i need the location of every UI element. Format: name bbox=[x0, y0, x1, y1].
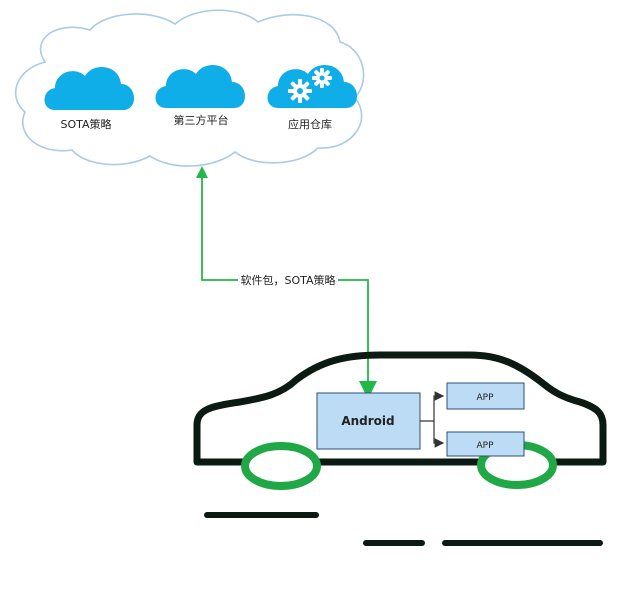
app-box-label: APP bbox=[476, 441, 494, 451]
gear-icon bbox=[312, 68, 332, 88]
connector-label-bg bbox=[238, 272, 338, 288]
android-box-label: Android bbox=[341, 414, 394, 428]
app-box bbox=[446, 431, 525, 457]
android-box bbox=[316, 392, 421, 450]
cloud-item-label-sota: SOTA策略 bbox=[60, 117, 111, 131]
cloud-icon bbox=[44, 66, 135, 110]
cloud-gears-icon bbox=[267, 64, 358, 108]
connector-label: 软件包，SOTA策略 bbox=[240, 273, 335, 287]
cloud-icon bbox=[155, 64, 246, 108]
car-body bbox=[193, 351, 607, 466]
app-box bbox=[446, 382, 525, 410]
cloud-item-label-app-repo: 应用仓库 bbox=[288, 117, 332, 131]
connector-arrowhead-up bbox=[196, 166, 208, 178]
front-wheel bbox=[241, 442, 321, 490]
app-connector bbox=[420, 391, 445, 422]
cloud-item-label-third-party: 第三方平台 bbox=[174, 113, 229, 127]
app-box-label: APP bbox=[476, 393, 494, 403]
gear-icon bbox=[288, 79, 312, 103]
app-connector bbox=[433, 421, 445, 448]
